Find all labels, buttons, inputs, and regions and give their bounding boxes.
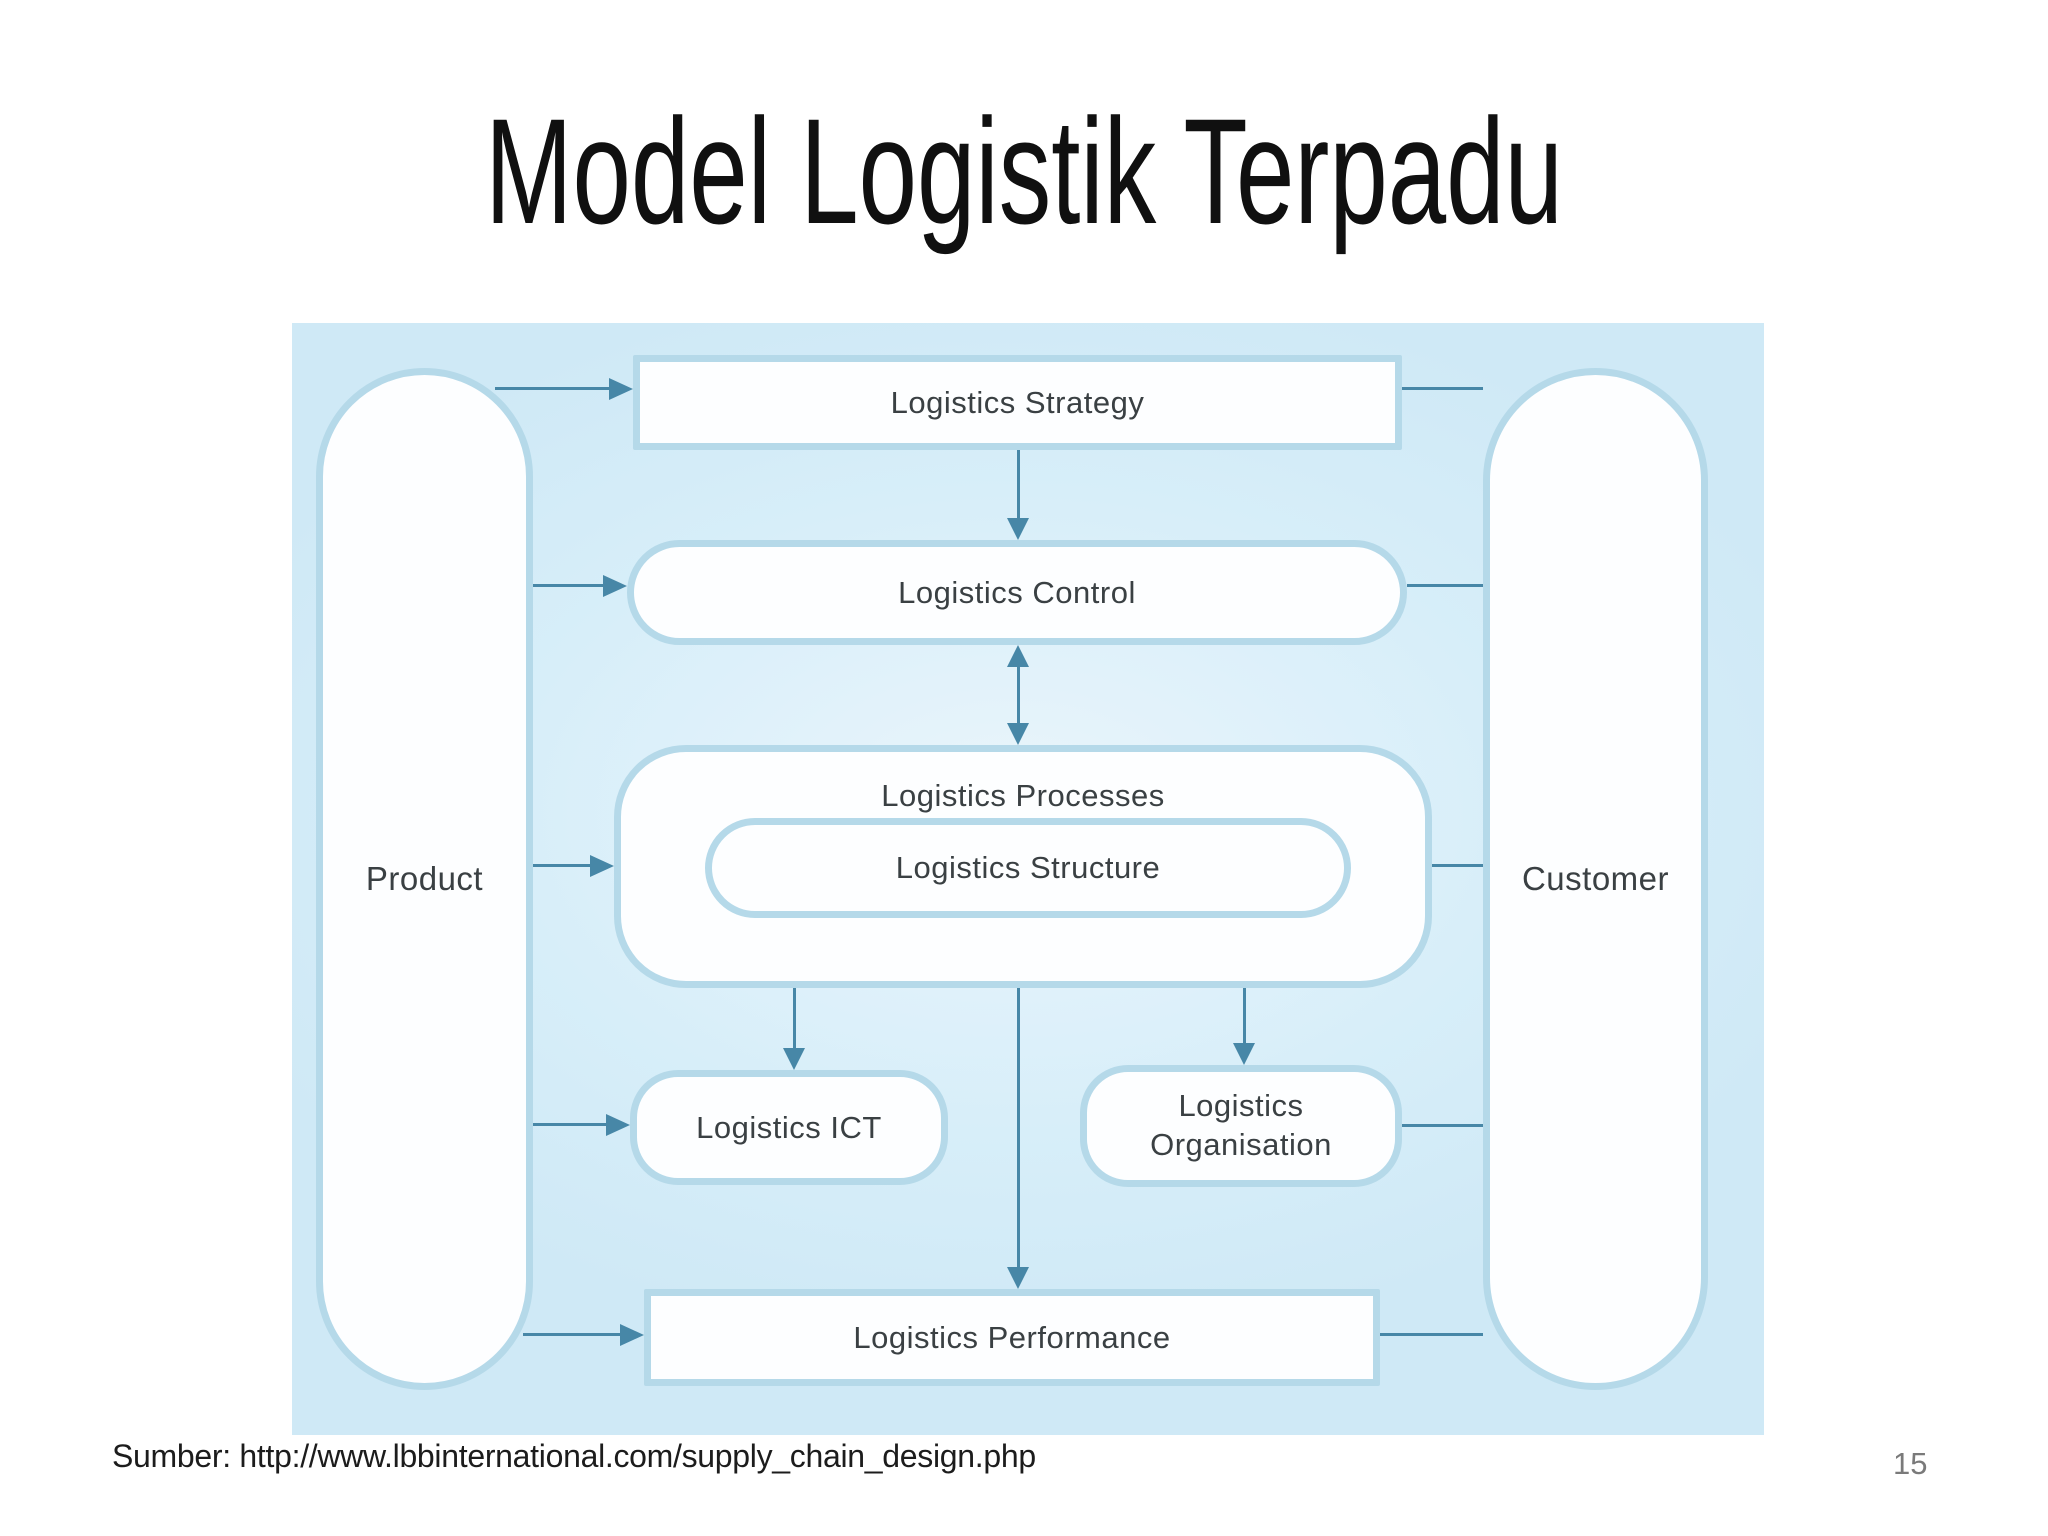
arrow-control-processes-down-arrowhead <box>1007 723 1029 745</box>
arrow-strategy-to-control-line <box>1017 450 1020 518</box>
arrow-processes-to-ict-arrowhead <box>783 1048 805 1070</box>
node-logistics-performance-label: Logistics Performance <box>853 1319 1171 1355</box>
product-bar: Product <box>316 368 533 1390</box>
arrow-strategy-to-control-arrowhead <box>1007 518 1029 540</box>
node-logistics-ict: Logistics ICT <box>630 1070 948 1185</box>
arrow-control-processes-line <box>1017 667 1020 723</box>
node-logistics-control-label: Logistics Control <box>898 574 1136 610</box>
diagram-panel: Product Customer Logistics Strategy Logi… <box>292 323 1764 1435</box>
node-logistics-structure: Logistics Structure <box>705 818 1351 918</box>
arrow-processes-to-performance-arrowhead <box>1007 1267 1029 1289</box>
page-number: 15 <box>1893 1446 1928 1481</box>
node-logistics-control: Logistics Control <box>627 540 1407 645</box>
node-logistics-structure-label: Logistics Structure <box>895 850 1161 885</box>
arrow-product-to-strategy-line <box>495 387 609 390</box>
source-caption: Sumber: http://www.lbbinternational.com/… <box>112 1438 1036 1474</box>
customer-bar-label: Customer <box>1521 860 1670 897</box>
arrow-product-to-performance-line <box>523 1333 620 1336</box>
node-logistics-ict-label: Logistics ICT <box>696 1109 882 1145</box>
customer-bar: Customer <box>1483 368 1708 1390</box>
line-strategy-to-customer <box>1402 387 1483 390</box>
node-logistics-strategy-label: Logistics Strategy <box>890 384 1145 420</box>
line-organisation-to-customer <box>1402 1124 1483 1127</box>
arrow-control-processes-up-arrowhead <box>1007 645 1029 667</box>
node-logistics-organisation: Logistics Organisation <box>1080 1065 1402 1187</box>
line-performance-to-customer <box>1380 1333 1483 1336</box>
node-logistics-organisation-label: Logistics Organisation <box>1150 1088 1332 1162</box>
arrow-processes-to-organisation-line <box>1243 988 1246 1043</box>
product-bar-label: Product <box>365 860 484 897</box>
arrow-product-to-processes-line <box>533 864 590 867</box>
arrow-product-to-ict-arrowhead <box>606 1114 630 1136</box>
arrow-product-to-control-line <box>533 584 603 587</box>
arrow-product-to-processes-arrowhead <box>590 855 614 877</box>
arrow-product-to-control-arrowhead <box>603 575 627 597</box>
arrow-product-to-ict-line <box>533 1123 606 1126</box>
arrow-processes-to-performance-line <box>1017 988 1020 1267</box>
node-logistics-processes-label: Logistics Processes <box>881 778 1165 813</box>
node-logistics-performance: Logistics Performance <box>644 1289 1380 1386</box>
node-logistics-strategy: Logistics Strategy <box>633 355 1402 450</box>
arrow-product-to-strategy-arrowhead <box>609 378 633 400</box>
slide-title: Model Logistik Terpadu <box>485 87 1563 255</box>
arrow-processes-to-organisation-arrowhead <box>1233 1043 1255 1065</box>
arrow-processes-to-ict-line <box>793 988 796 1048</box>
line-control-to-customer <box>1407 584 1483 587</box>
arrow-product-to-performance-arrowhead <box>620 1324 644 1346</box>
line-processes-to-customer <box>1432 864 1483 867</box>
